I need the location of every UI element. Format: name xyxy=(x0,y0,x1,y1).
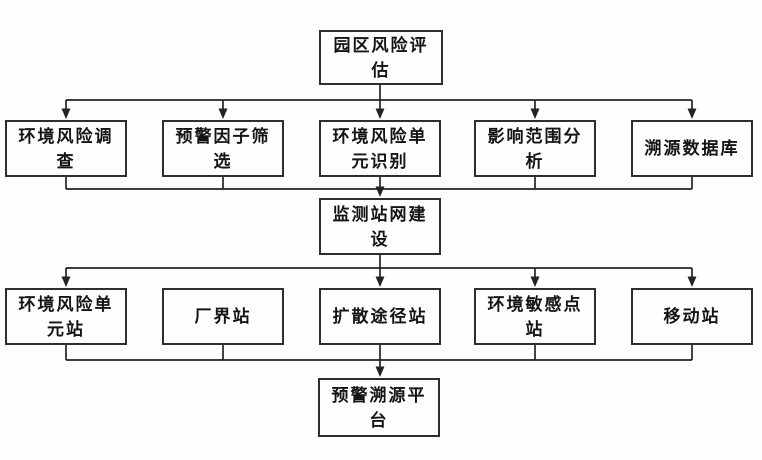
node-warning-factor-screening: 预警因子筛 选 xyxy=(162,120,284,177)
connector-strokes xyxy=(65,85,693,371)
node-park-risk-assessment: 园区风险评 估 xyxy=(319,30,443,85)
arrowheads xyxy=(61,108,697,377)
node-traceability-database: 溯源数据库 xyxy=(631,120,753,177)
node-warning-traceability-platform: 预警溯源平 台 xyxy=(318,378,440,437)
node-factory-boundary-station: 厂界站 xyxy=(162,288,284,345)
node-env-risk-survey: 环境风险调 查 xyxy=(5,120,127,177)
node-diffusion-path-station: 扩散途径站 xyxy=(319,288,441,345)
node-monitoring-station-network: 监测站网建 设 xyxy=(319,198,441,255)
node-mobile-station: 移动站 xyxy=(631,288,753,345)
node-impact-scope-analysis: 影响范围分 析 xyxy=(474,120,596,177)
node-env-risk-unit-station: 环境风险单 元站 xyxy=(5,288,127,345)
node-env-sensitive-point-station: 环境敏感点 站 xyxy=(474,288,596,345)
node-env-risk-unit-identification: 环境风险单 元识别 xyxy=(319,120,441,177)
